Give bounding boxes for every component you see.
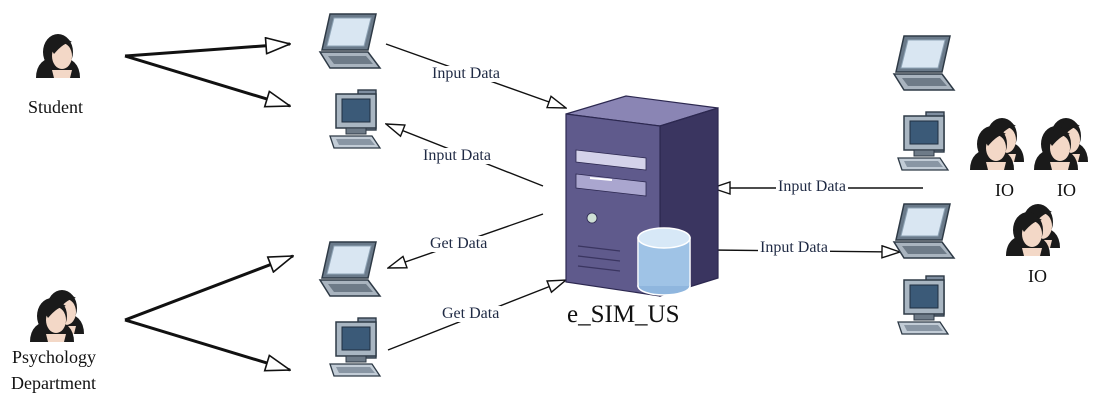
psychology-department-icon (30, 290, 84, 342)
student-to-laptop-arrow (124, 44, 290, 58)
laptop-icon-top-left (319, 13, 381, 69)
edge-label-server-to-io: Input Data (758, 239, 830, 256)
laptop-icon-top-right (893, 35, 955, 91)
desktop-icon-bottom-left (329, 317, 381, 377)
psych-to-desktop-arrow (124, 318, 290, 370)
student-label: Student (28, 97, 84, 117)
io-label-3: IO (1028, 266, 1047, 286)
student-icon (36, 34, 80, 78)
psychology-label-line1: Psychology (12, 347, 97, 367)
psychology-label-line2: Department (11, 373, 96, 393)
io-label-1: IO (995, 180, 1014, 200)
edge-label-io-to-server: Input Data (776, 178, 848, 195)
laptop-icon-bottom-left (319, 241, 381, 297)
edge-label-desktop-to-server: Get Data (440, 305, 502, 322)
io-icon-2 (1034, 118, 1088, 170)
io-icon-3 (1006, 204, 1060, 256)
student-to-desktop-arrow (124, 54, 290, 106)
edge-label-laptop-to-server: Input Data (430, 65, 502, 82)
edge-label-server-to-desktop: Input Data (421, 147, 493, 164)
server-label: e_SIM_US (567, 301, 680, 328)
desktop-icon-bottom-right (897, 275, 949, 335)
desktop-icon-top-right (897, 111, 949, 171)
edge-label-server-to-laptop: Get Data (428, 235, 490, 252)
psych-to-laptop-arrow (124, 254, 293, 322)
io-icon-1 (970, 118, 1024, 170)
laptop-icon-mid-right (893, 203, 955, 259)
connector-lines (124, 44, 923, 370)
io-label-2: IO (1057, 180, 1076, 200)
database-icon (637, 227, 691, 296)
desktop-icon-top-left (329, 89, 381, 149)
